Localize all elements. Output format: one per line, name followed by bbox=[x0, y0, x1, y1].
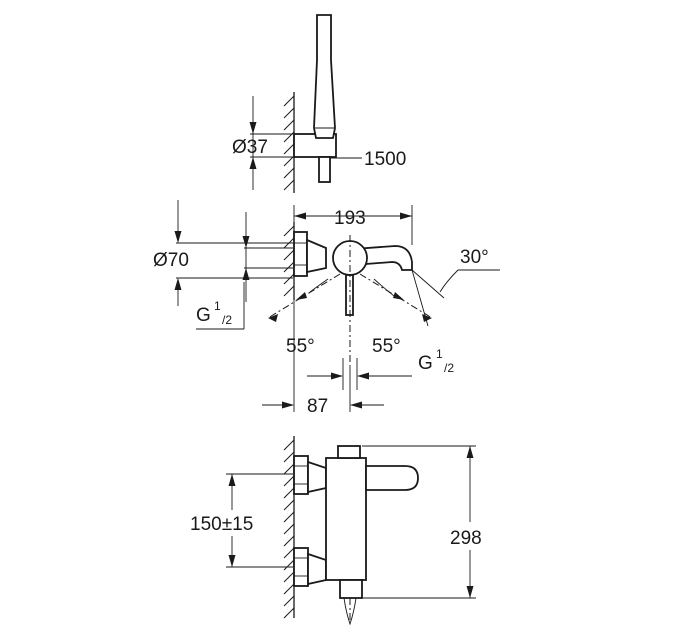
diameter-37-label: Ø37 bbox=[232, 137, 268, 158]
angle-55-right-label: 55° bbox=[372, 336, 401, 357]
arrow-150-bottom bbox=[228, 555, 236, 567]
wall-hatch-middle bbox=[283, 225, 295, 297]
middle-view: 55° 55° 193 Ø70 G 1 /2 30° bbox=[153, 200, 500, 417]
arrow-298-top bbox=[466, 446, 474, 458]
spout-front bbox=[365, 465, 419, 491]
arrow-dia37-bottom bbox=[249, 157, 257, 169]
angle-30-line-b bbox=[411, 269, 445, 299]
arrow-dia70-bottom bbox=[242, 268, 250, 280]
spacing-150-label: 150±15 bbox=[190, 514, 253, 535]
height-298-label: 298 bbox=[450, 528, 482, 549]
lower-rosette bbox=[293, 547, 309, 587]
mixer-top-cap bbox=[337, 445, 361, 459]
wall-hatch-bottom bbox=[283, 439, 295, 619]
upper-connector bbox=[307, 460, 327, 494]
arrow-swing-right bbox=[393, 292, 404, 300]
top-view: Ø37 1500 bbox=[232, 14, 406, 193]
upper-rosette bbox=[293, 455, 309, 495]
thread-right-label: G 1 /2 bbox=[418, 345, 454, 375]
hose-length-label: 1500 bbox=[364, 149, 406, 170]
arrow-193-left bbox=[294, 212, 306, 220]
arrow-dia70-top bbox=[242, 236, 250, 248]
arrow-150-top bbox=[228, 474, 236, 486]
lower-connector bbox=[307, 552, 327, 586]
arrow-g-left-top bbox=[174, 231, 182, 243]
width-193-label: 193 bbox=[334, 208, 366, 229]
arrow-298-bottom bbox=[466, 586, 474, 598]
wall-hatch-top bbox=[283, 95, 295, 191]
angle-30-label: 30° bbox=[460, 247, 489, 268]
swing-line-right bbox=[359, 273, 433, 319]
arrow-g-right-left bbox=[331, 372, 343, 380]
swing-arc-left bbox=[309, 278, 329, 293]
arrow-55-right bbox=[422, 314, 432, 322]
connector bbox=[306, 238, 327, 274]
angle-55-left-label: 55° bbox=[286, 336, 315, 357]
angle-30-line-a bbox=[411, 269, 429, 327]
mixer-vertical-body bbox=[325, 457, 367, 581]
diameter-70-label: Ø70 bbox=[153, 250, 189, 271]
outlet-flow bbox=[343, 597, 357, 626]
arrow-g-left-bottom bbox=[174, 278, 182, 290]
arrow-swing-left bbox=[296, 292, 307, 300]
swing-line-left bbox=[267, 273, 341, 319]
arrow-dia37-top bbox=[249, 122, 257, 134]
arrow-87-left bbox=[282, 401, 294, 409]
arrow-g-right-right bbox=[357, 372, 369, 380]
bottom-view: 150±15 298 bbox=[190, 436, 482, 626]
arrow-87-right bbox=[350, 401, 362, 409]
thread-left-label: G 1 /2 bbox=[196, 297, 232, 327]
wall-rosette bbox=[293, 231, 308, 277]
arrow-193-right bbox=[400, 212, 412, 220]
hand-shower bbox=[313, 14, 336, 139]
bottom-outlet bbox=[339, 579, 363, 599]
angle-30-leader bbox=[439, 269, 500, 293]
depth-87-label: 87 bbox=[307, 396, 328, 417]
swing-arc-right bbox=[373, 278, 395, 297]
arrow-55-left bbox=[268, 314, 278, 322]
shower-hose bbox=[318, 156, 331, 183]
